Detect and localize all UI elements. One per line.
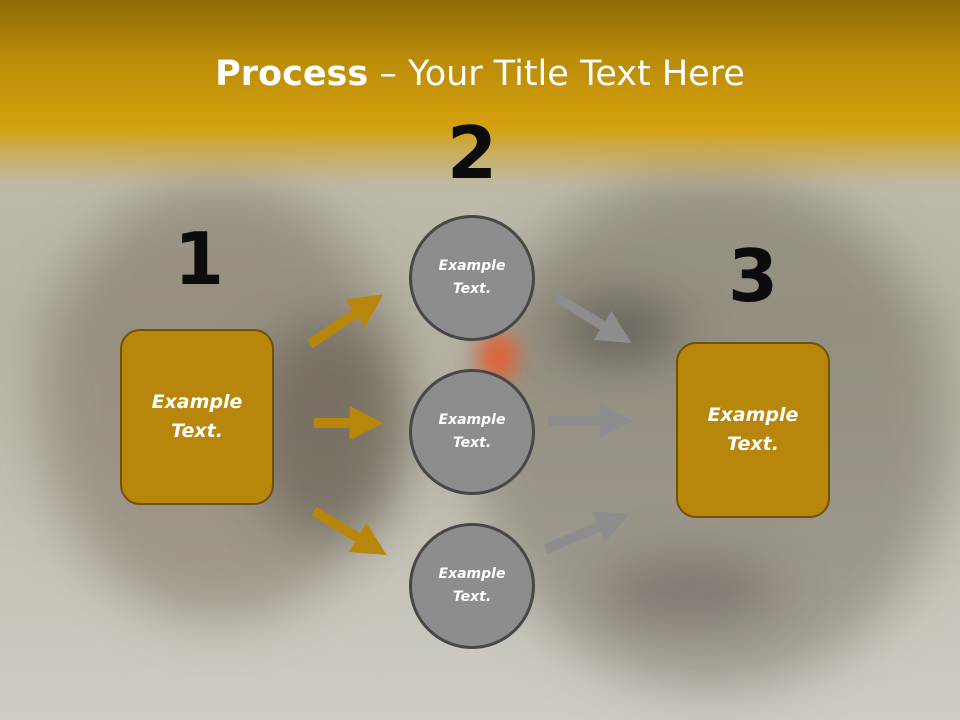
step-1-text: Example Text.: [151, 391, 243, 442]
step-1-number: 1: [173, 217, 225, 301]
arrow-1-to-top: [307, 294, 384, 349]
arrow-bottom-to-3: [544, 511, 630, 554]
step-2-number: 2: [446, 111, 498, 195]
step-3-box: Example Text.: [676, 342, 830, 518]
step-3-number: 3: [727, 234, 779, 318]
title-rest: – Your Title Text Here: [368, 54, 745, 94]
slide-title: Process – Your Title Text Here: [0, 52, 960, 96]
step-2-circle-bottom: Example Text.: [409, 523, 535, 649]
arrow-1-to-bottom: [311, 506, 387, 556]
arrow-top-to-3: [553, 292, 632, 344]
step-2-circle-bottom-text: Example Text.: [438, 566, 506, 605]
title-band: [0, 0, 960, 200]
step-2-circle-middle: Example Text.: [409, 369, 535, 495]
step-3-text: Example Text.: [707, 404, 799, 455]
step-1-box: Example Text.: [120, 329, 274, 505]
step-2-circle-middle-text: Example Text.: [438, 412, 506, 451]
step-2-circle-top: Example Text.: [409, 215, 535, 341]
title-bold: Process: [215, 54, 369, 94]
step-2-circle-top-text: Example Text.: [438, 258, 506, 297]
background-photo-mouth: [600, 560, 780, 620]
